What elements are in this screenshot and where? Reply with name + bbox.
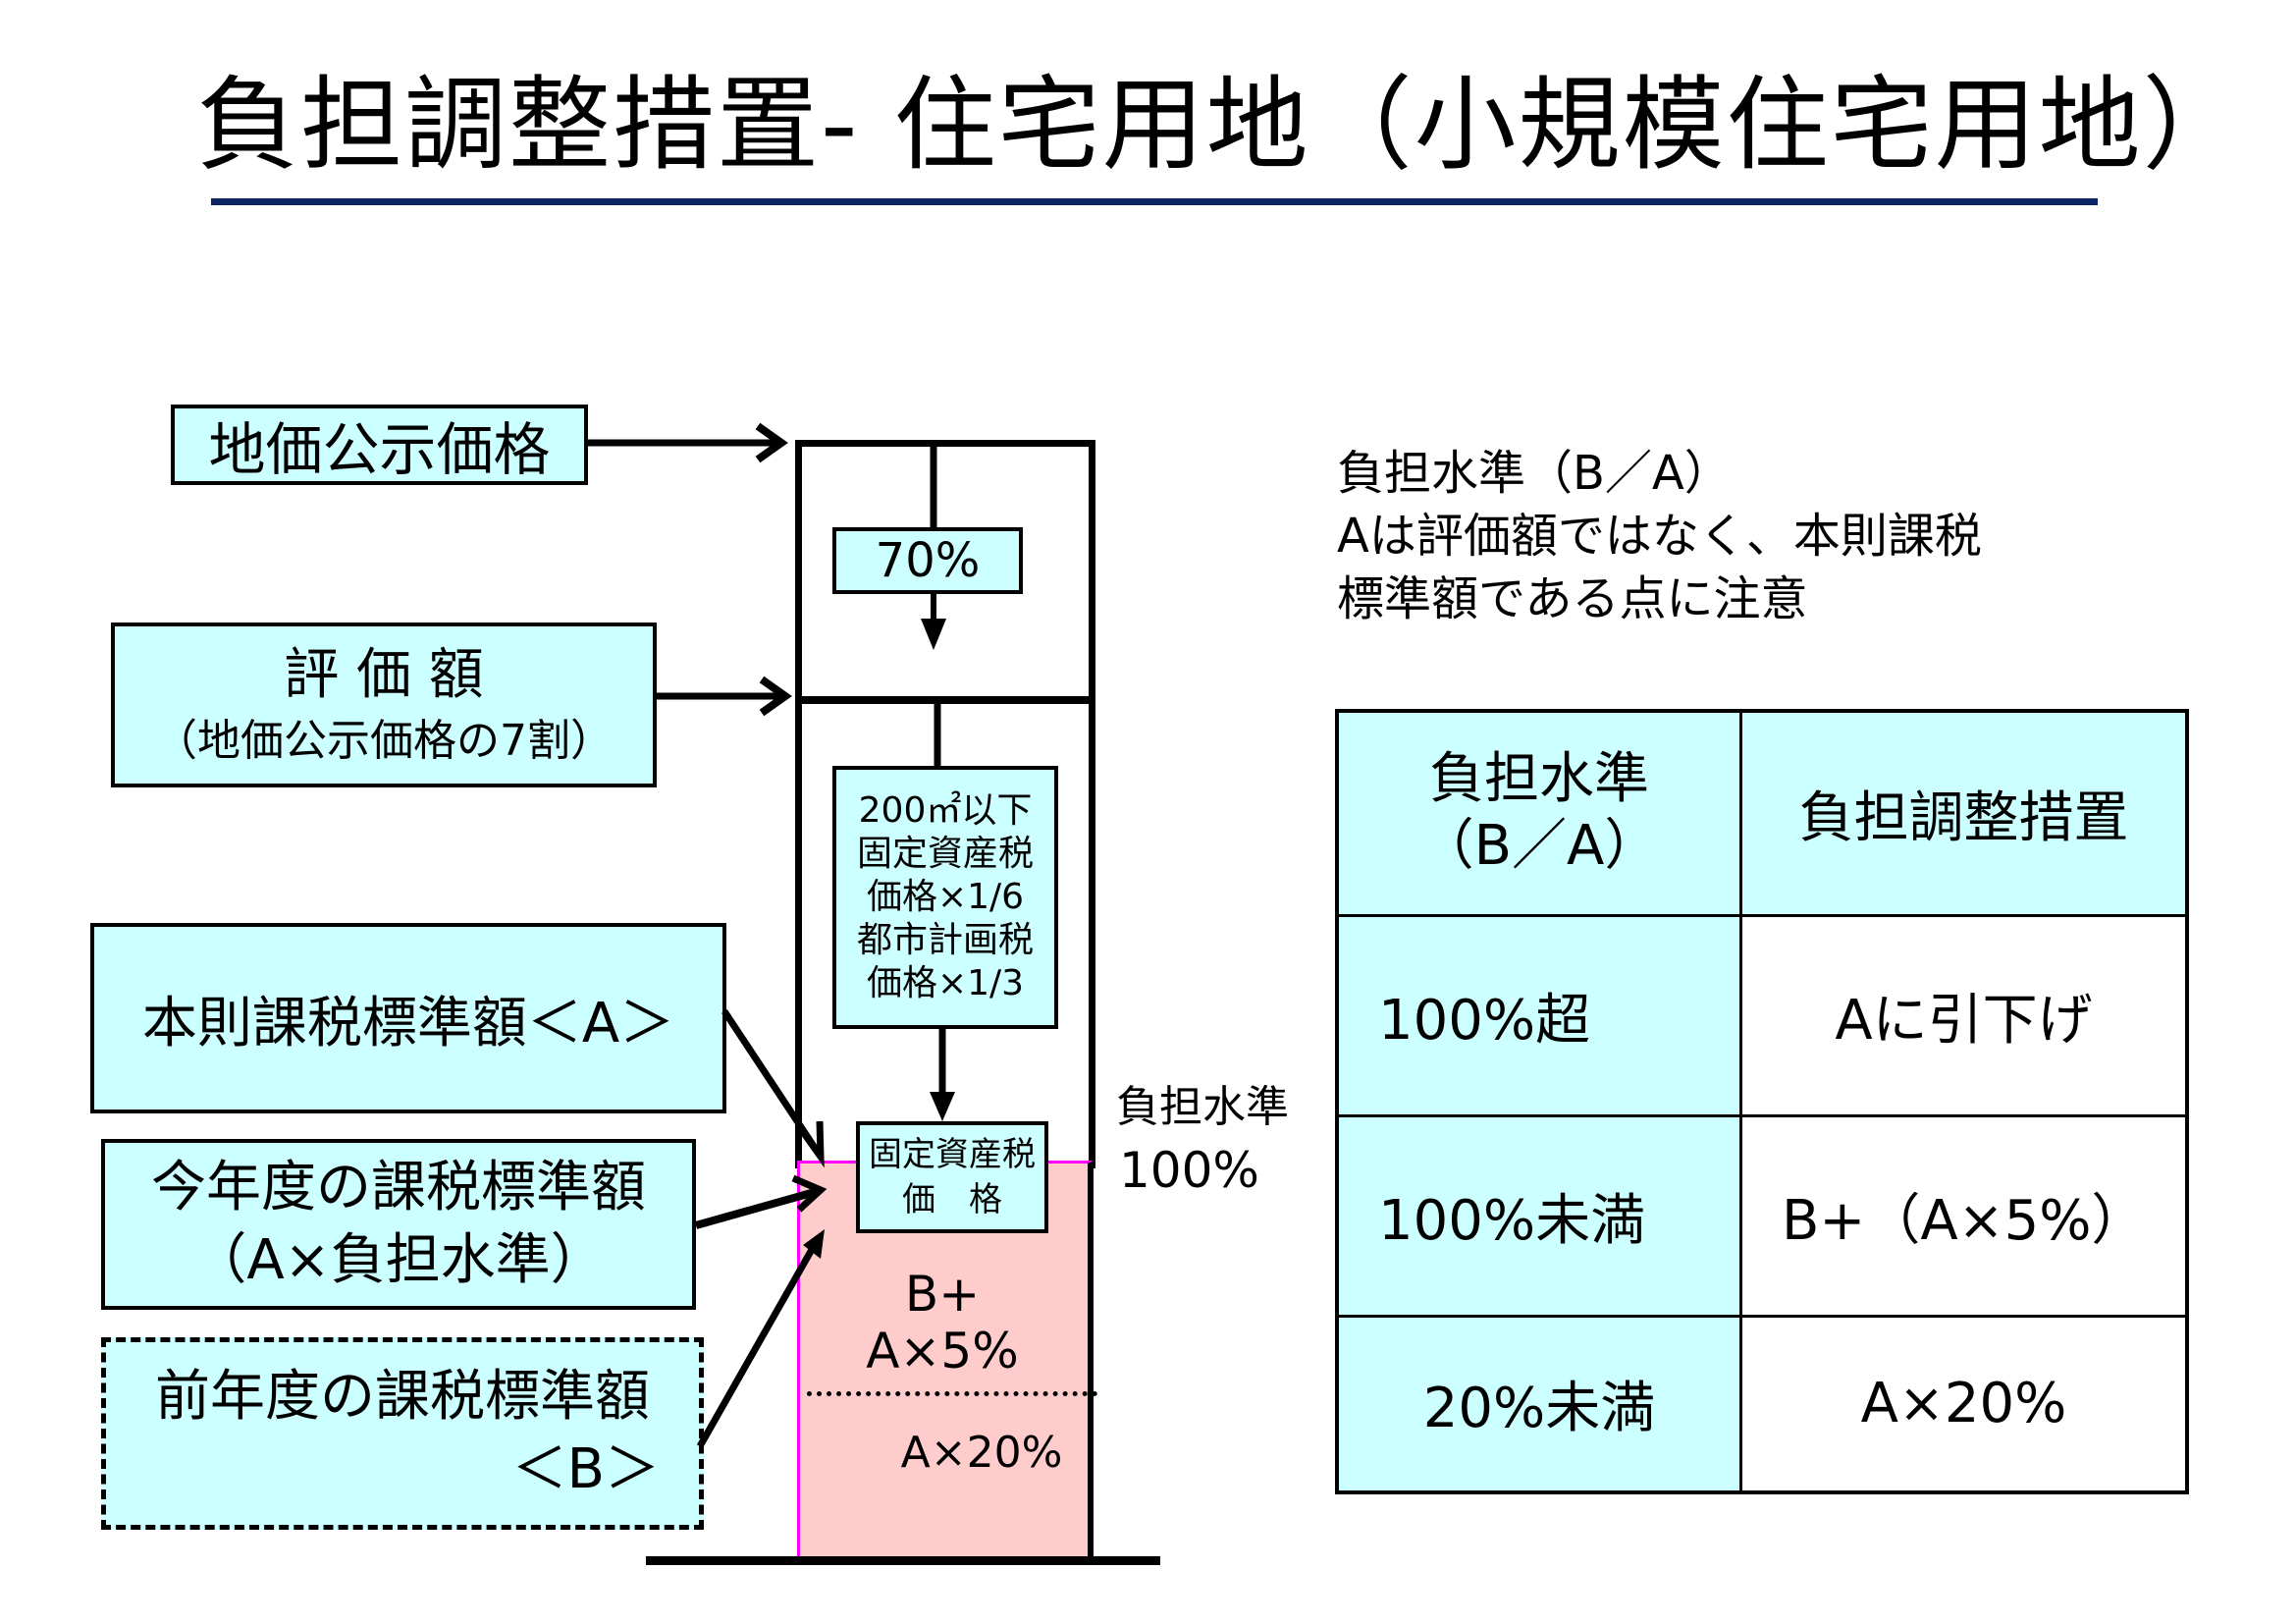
table-header-row: 負担水準 （B／A） 負担調整措置 bbox=[1335, 709, 2189, 917]
assessed-value-label: 評 価 額 bbox=[284, 643, 484, 707]
ratio-label: 70% bbox=[875, 533, 981, 588]
header-level-line2: （B／A） bbox=[1418, 814, 1660, 879]
note-line: Aは評価額ではなく、本則課税 bbox=[1337, 509, 1982, 564]
table-row: 20%未満 A×20% bbox=[1335, 1314, 2189, 1494]
small-lot-line: 固定資産税 bbox=[856, 834, 1034, 874]
small-lot-line: 価格×1/6 bbox=[866, 877, 1025, 917]
fixed-asset-line1: 固定資産税 bbox=[869, 1135, 1036, 1174]
level-cell: 100%超 bbox=[1335, 913, 1742, 1117]
header-level-cell: 負担水準 （B／A） bbox=[1335, 709, 1742, 917]
standard-base-label: 本則課税標準額＜A＞ bbox=[141, 991, 675, 1056]
assessed-value-box: 評 価 額 （地価公示価格の7割） bbox=[111, 623, 657, 787]
current-year-box: 今年度の課税標準額 （A×負担水準） bbox=[101, 1139, 696, 1310]
note-text: 負担水準（B／A） Aは評価額ではなく、本則課税 標準額である点に注意 bbox=[1337, 442, 1982, 630]
burden-upper-line2: A×5% bbox=[866, 1323, 1019, 1380]
note-line: 負担水準（B／A） bbox=[1337, 446, 1732, 501]
previous-year-label-line1: 前年度の課税標準額 bbox=[155, 1365, 650, 1429]
small-lot-special-box: 200㎡以下 固定資産税 価格×1/6 都市計画税 価格×1/3 bbox=[832, 766, 1058, 1029]
fixed-asset-line2: 価 格 bbox=[902, 1180, 1002, 1219]
arrow-land-price bbox=[588, 422, 788, 463]
action-cell: A×20% bbox=[1739, 1314, 2189, 1494]
burden-lower-label: A×20% bbox=[900, 1428, 1063, 1478]
assessed-value-note: （地価公示価格の7割） bbox=[154, 716, 614, 766]
ratio-box: 70% bbox=[832, 527, 1023, 594]
page-title: 負担調整措置- 住宅用地（小規模住宅用地） bbox=[196, 65, 2247, 185]
previous-year-label-line2: ＜B＞ bbox=[511, 1437, 660, 1501]
land-price-label: 地価公示価格 bbox=[208, 416, 551, 483]
action-cell: Aに引下げ bbox=[1739, 913, 2189, 1117]
level-label-line2: 100% bbox=[1119, 1142, 1259, 1199]
title-underline bbox=[211, 198, 2098, 205]
current-year-label-line2: （A×負担水準） bbox=[191, 1228, 606, 1292]
burden-divider bbox=[807, 1391, 1097, 1396]
arrow-assessed-value bbox=[657, 676, 792, 717]
standard-base-box: 本則課税標準額＜A＞ bbox=[90, 923, 726, 1113]
assessed-value-column-section bbox=[795, 697, 1095, 1168]
land-price-box: 地価公示価格 bbox=[171, 405, 588, 485]
table-row: 100%超 Aに引下げ bbox=[1335, 913, 2189, 1117]
level-label-line1: 負担水準 bbox=[1116, 1082, 1289, 1132]
small-lot-line: 都市計画税 bbox=[856, 920, 1034, 960]
previous-year-box: 前年度の課税標準額 ＜B＞ bbox=[101, 1337, 704, 1530]
small-lot-line: 価格×1/3 bbox=[866, 963, 1025, 1003]
header-action-cell: 負担調整措置 bbox=[1739, 709, 2189, 917]
ground-line bbox=[646, 1556, 1160, 1565]
fixed-asset-value-box: 固定資産税 価 格 bbox=[856, 1121, 1048, 1233]
current-year-label-line1: 今年度の課税標準額 bbox=[151, 1156, 646, 1219]
small-lot-line: 200㎡以下 bbox=[858, 790, 1033, 831]
burden-adjustment-table: 負担水準 （B／A） 負担調整措置 100%超 Aに引下げ 100%未満 B+（… bbox=[1335, 709, 2189, 1494]
level-cell: 100%未満 bbox=[1335, 1113, 1742, 1318]
table-row: 100%未満 B+（A×5%） bbox=[1335, 1113, 2189, 1318]
level-cell: 20%未満 bbox=[1335, 1314, 1742, 1494]
action-cell: B+（A×5%） bbox=[1739, 1113, 2189, 1318]
note-line: 標準額である点に注意 bbox=[1337, 571, 1808, 626]
header-level-line1: 負担水準 bbox=[1429, 747, 1649, 812]
burden-upper-line1: B+ bbox=[904, 1266, 981, 1323]
